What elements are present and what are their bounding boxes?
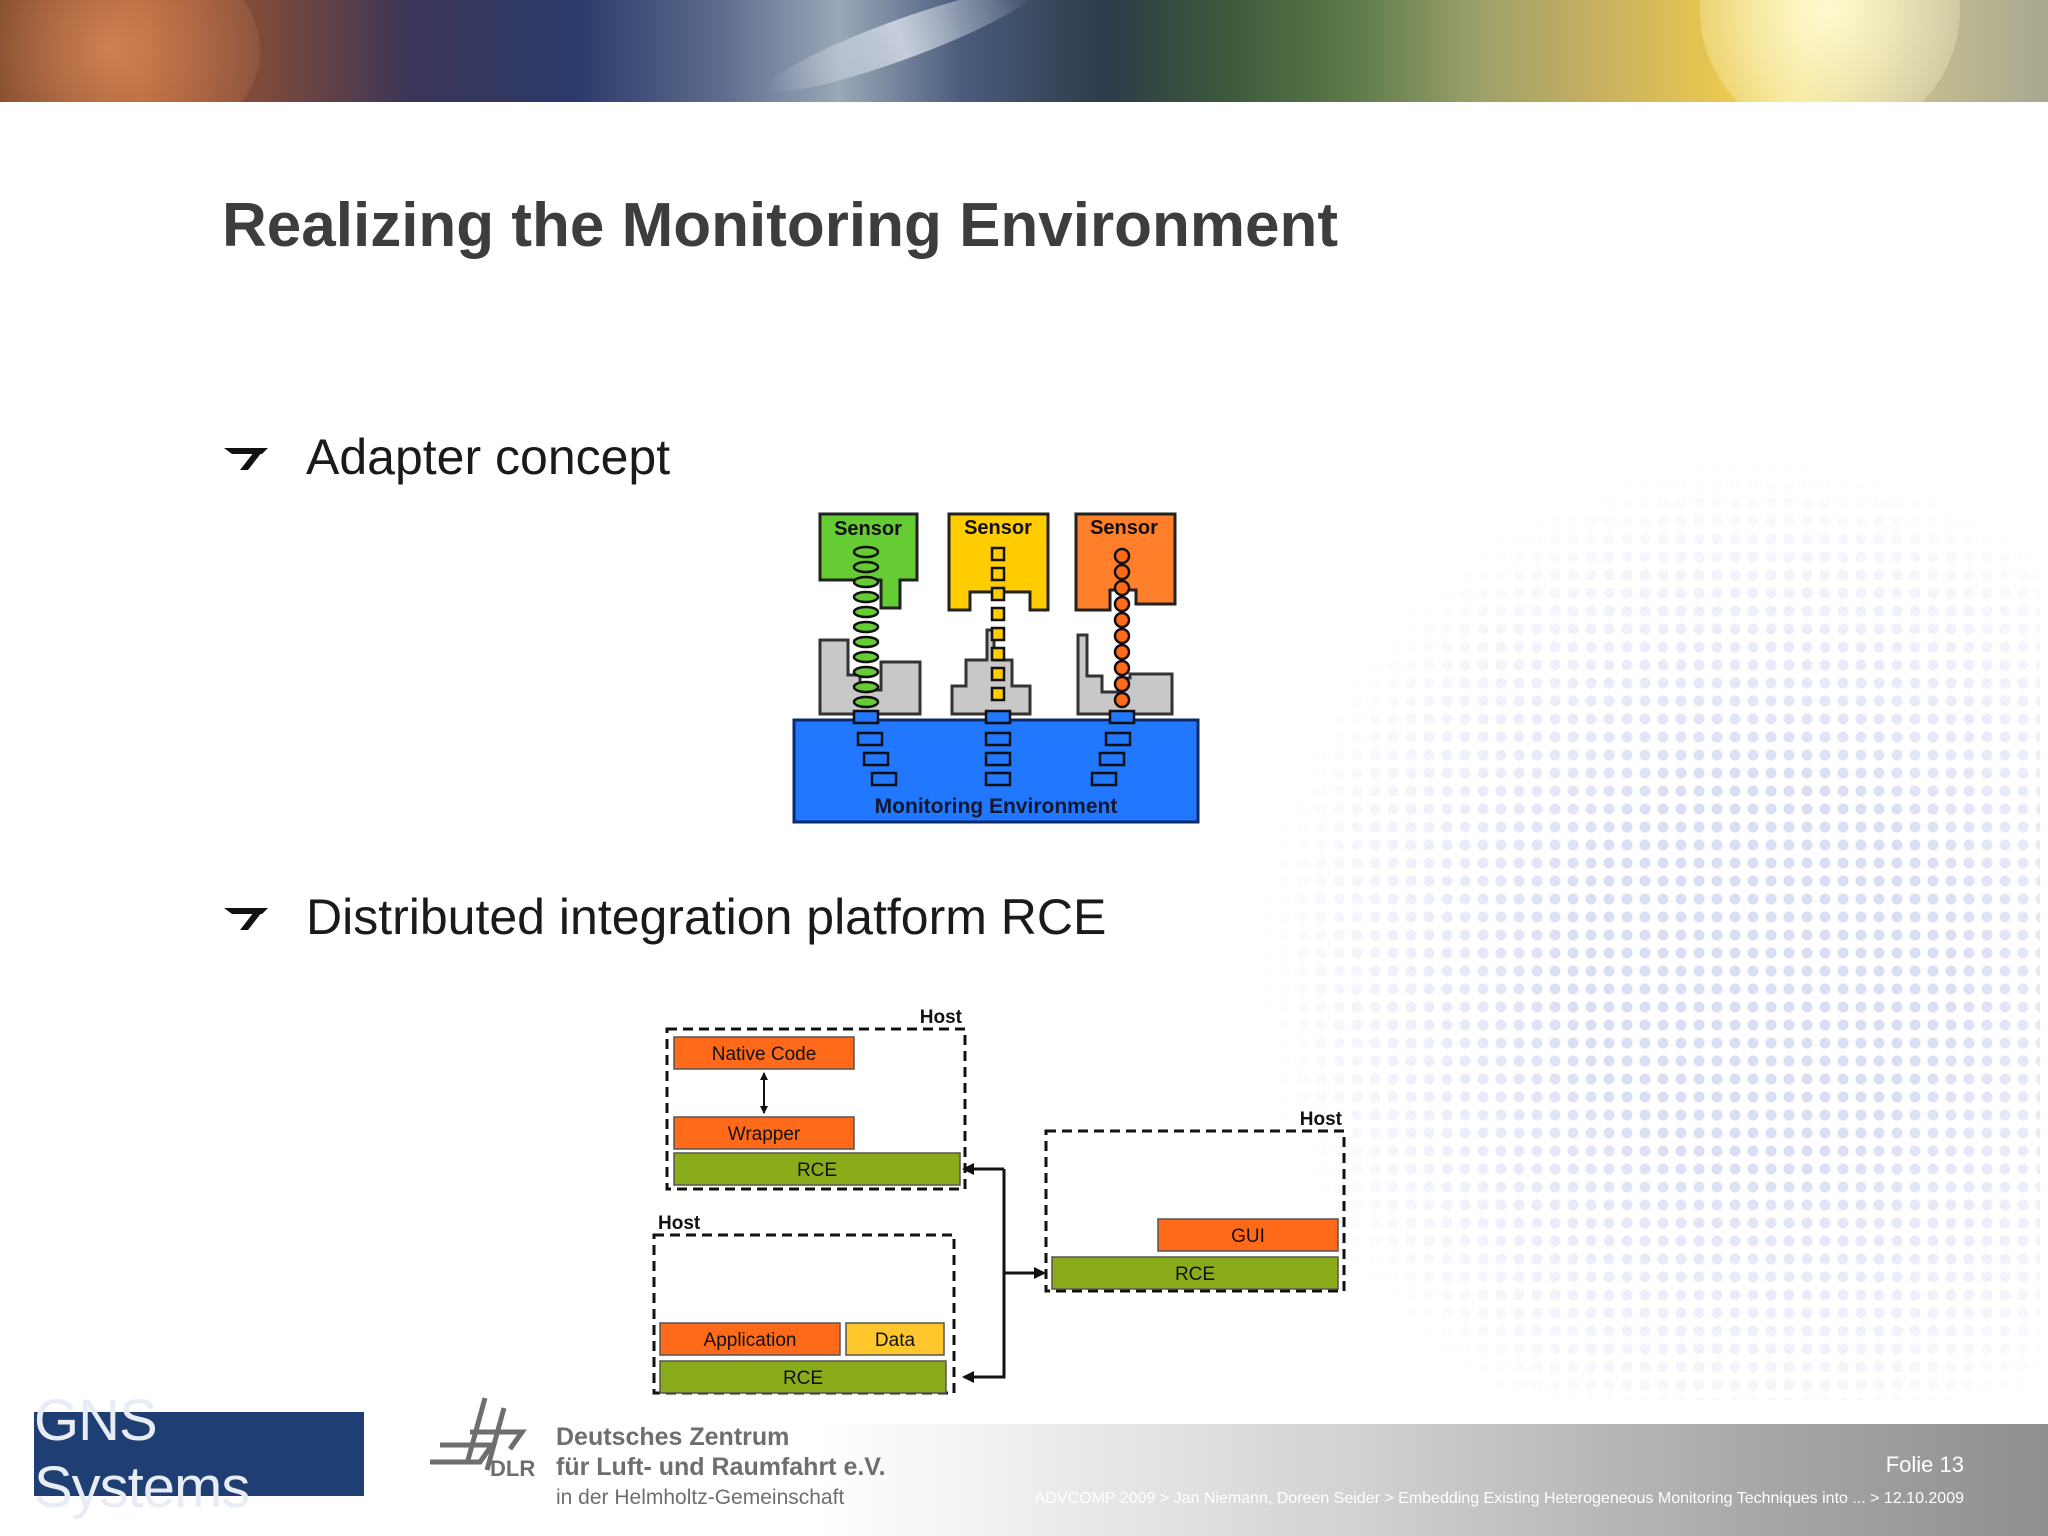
adapter-1 [818, 638, 922, 716]
data-label: Data [875, 1330, 916, 1351]
gui-label: GUI [1231, 1226, 1265, 1247]
host-3-label: Host [1300, 1109, 1343, 1130]
arrow-bullet-icon [224, 448, 268, 470]
yellow-signal-chain [990, 546, 1006, 702]
rce-box-host-2 [659, 1360, 947, 1394]
host-2-label: Host [658, 1213, 701, 1234]
adapter-3 [1076, 633, 1174, 716]
bullet-text: Adapter concept [306, 429, 671, 485]
rce-platform-diagram: Host Native Code Wrapper RCE Host Applic… [652, 1007, 1346, 1395]
orange-signal-chain [1113, 547, 1131, 709]
banner-glow-left [0, 0, 260, 102]
background-dot-pattern [1240, 440, 2040, 1400]
footer-info-text: ADVCOMP 2009 > Jan Niemann, Doreen Seide… [1034, 1490, 1964, 1507]
slide-number: Folie 13 [1885, 1452, 1964, 1477]
dlr-logo-icon: DLR [430, 1397, 535, 1480]
bullet-rce: Distributed integration platform RCE [222, 888, 1106, 946]
sensor-3-label: Sensor [1090, 517, 1158, 539]
sensor-2-yellow [947, 512, 1050, 612]
bullet-text: Distributed integration platform RCE [306, 889, 1107, 945]
sensor-1-label: Sensor [834, 518, 902, 540]
blue-connector-chains [852, 709, 1136, 787]
banner-plane-shape [761, 0, 1039, 102]
banner-sun-glow [1700, 0, 1960, 102]
gns-systems-logo: GNS Systems [34, 1388, 364, 1520]
host-1-boundary [665, 1027, 967, 1191]
native-code-box [673, 1036, 855, 1070]
dlr-name-line-3: in der Helmholtz-Gemeinschaft [556, 1486, 845, 1509]
header-banner-image [0, 0, 2048, 102]
host-1-label: Host [920, 1007, 963, 1028]
rce-box-host-3 [1051, 1256, 1339, 1290]
data-box [845, 1322, 945, 1356]
gns-logo-text: GNS Systems [34, 1388, 250, 1520]
bullet-adapter-concept: Adapter concept [222, 428, 670, 486]
slide-title: Realizing the Monitoring Environment [222, 191, 1338, 260]
native-code-label: Native Code [712, 1044, 817, 1065]
green-signal-chain [852, 545, 880, 709]
arrow-bullet-icon [224, 908, 268, 930]
dlr-name-block: Deutsches Zentrum für Luft- und Raumfahr… [556, 1422, 886, 1514]
application-label: Application [704, 1330, 797, 1351]
rce-box-host-1 [673, 1152, 961, 1186]
application-box [659, 1322, 841, 1356]
monitoring-environment-label: Monitoring Environment [875, 795, 1118, 818]
host-3-boundary [1044, 1129, 1346, 1293]
sensor-2-label: Sensor [964, 517, 1032, 539]
dlr-abbrev: DLR [490, 1456, 535, 1480]
rce-label-host-1: RCE [797, 1160, 837, 1181]
rce-network-connectors [962, 1163, 1046, 1383]
adapter-concept-diagram: Monitoring Environment Sensor Sensor Sen… [792, 512, 1200, 824]
rce-label-host-3: RCE [1175, 1264, 1215, 1285]
wrapper-box [673, 1116, 855, 1150]
rce-label-host-2: RCE [783, 1368, 823, 1389]
gui-box [1157, 1218, 1339, 1252]
wrapper-label: Wrapper [728, 1124, 801, 1145]
dlr-name-line-2: für Luft- und Raumfahrt e.V. [556, 1453, 886, 1481]
dlr-name-line-1: Deutsches Zentrum [556, 1423, 790, 1451]
